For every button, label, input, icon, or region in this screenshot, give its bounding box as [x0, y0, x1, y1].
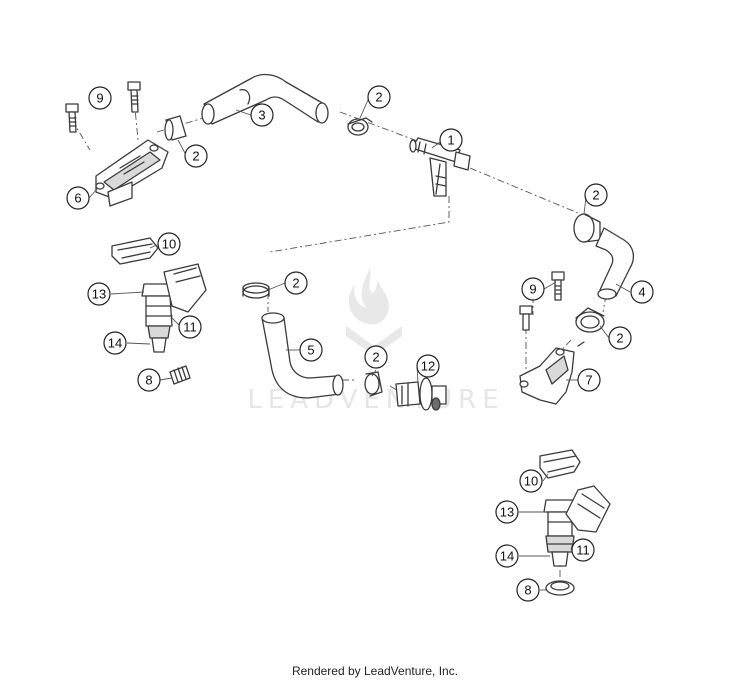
screw-left-b: [127, 81, 141, 113]
svg-text:14: 14: [108, 336, 122, 351]
hose-clamp-a: [164, 115, 187, 141]
quick-coupling: [395, 377, 447, 411]
o-ring-right: [545, 580, 575, 596]
callout-12: 12: [416, 354, 440, 378]
retaining-clip-left: [111, 237, 159, 265]
svg-text:1: 1: [447, 133, 454, 148]
fuel-injector-right: [543, 485, 611, 567]
fuel-rail-left: [95, 139, 169, 207]
screw-right-b: [519, 305, 533, 331]
callout-13: 13: [87, 282, 111, 306]
fuel-injector-left: [141, 263, 207, 353]
hose-clamp-e: [573, 213, 601, 243]
hose-clamp-b: [347, 117, 373, 136]
callout-10: 10: [519, 469, 543, 493]
svg-text:10: 10: [524, 474, 538, 489]
svg-text:6: 6: [74, 191, 81, 206]
callout-14: 14: [103, 331, 127, 355]
screw-left-a: [65, 103, 79, 133]
callout-1: 1: [439, 128, 463, 152]
callout-11: 11: [178, 315, 202, 339]
leader-lines: [88, 99, 631, 591]
svg-text:7: 7: [585, 373, 592, 388]
footer-credit: Rendered by LeadVenture, Inc.: [291, 664, 459, 678]
svg-text:2: 2: [292, 276, 299, 291]
callout-11: 11: [571, 538, 595, 562]
callout-5: 5: [299, 338, 323, 362]
svg-text:2: 2: [192, 149, 199, 164]
callout-13: 13: [495, 500, 519, 524]
fuel-hose-right: [595, 227, 635, 300]
svg-text:4: 4: [638, 285, 645, 300]
callout-3: 3: [250, 103, 274, 127]
callout-2: 2: [364, 345, 388, 369]
svg-text:11: 11: [576, 543, 590, 558]
hose-clamp-d: [364, 371, 383, 397]
hose-clamp-f: [575, 307, 605, 333]
callouts: 9 2 3 2 1 6 2 10 2 13 11 9 4 2 14 5 2 12…: [66, 85, 654, 602]
fuel-hose-upper: [201, 73, 329, 125]
fuel-hose-lower: [261, 312, 344, 399]
callout-2: 2: [284, 271, 308, 295]
screw-right-a: [551, 271, 565, 301]
watermark-flame-icon: [348, 268, 389, 325]
svg-text:2: 2: [375, 90, 382, 105]
svg-text:13: 13: [500, 505, 514, 520]
svg-text:8: 8: [524, 583, 531, 598]
svg-text:9: 9: [529, 282, 536, 297]
callout-4: 4: [630, 280, 654, 304]
svg-text:10: 10: [162, 237, 176, 252]
svg-text:9: 9: [96, 91, 103, 106]
svg-text:5: 5: [307, 343, 314, 358]
svg-text:13: 13: [92, 287, 106, 302]
callout-8: 8: [137, 368, 161, 392]
svg-text:2: 2: [592, 188, 599, 203]
callout-10: 10: [157, 232, 181, 256]
callout-9: 9: [88, 86, 112, 110]
fuel-t-connector: [409, 137, 471, 197]
svg-text:3: 3: [258, 108, 265, 123]
fuel-rail-right: [519, 341, 585, 405]
svg-text:2: 2: [616, 331, 623, 346]
svg-text:12: 12: [421, 359, 435, 374]
callout-6: 6: [66, 186, 90, 210]
callout-2: 2: [184, 144, 208, 168]
svg-text:11: 11: [183, 320, 197, 335]
o-ring-left: [169, 365, 191, 385]
callout-9: 9: [521, 277, 545, 301]
retaining-clip-right: [539, 449, 581, 479]
svg-text:2: 2: [372, 350, 379, 365]
callout-14: 14: [495, 544, 519, 568]
svg-text:8: 8: [145, 373, 152, 388]
callout-2: 2: [584, 183, 608, 207]
callout-8: 8: [516, 578, 540, 602]
callout-7: 7: [577, 368, 601, 392]
hose-clamp-c: [242, 282, 270, 299]
svg-text:14: 14: [500, 549, 514, 564]
callout-2: 2: [608, 326, 632, 350]
callout-2: 2: [367, 85, 391, 109]
